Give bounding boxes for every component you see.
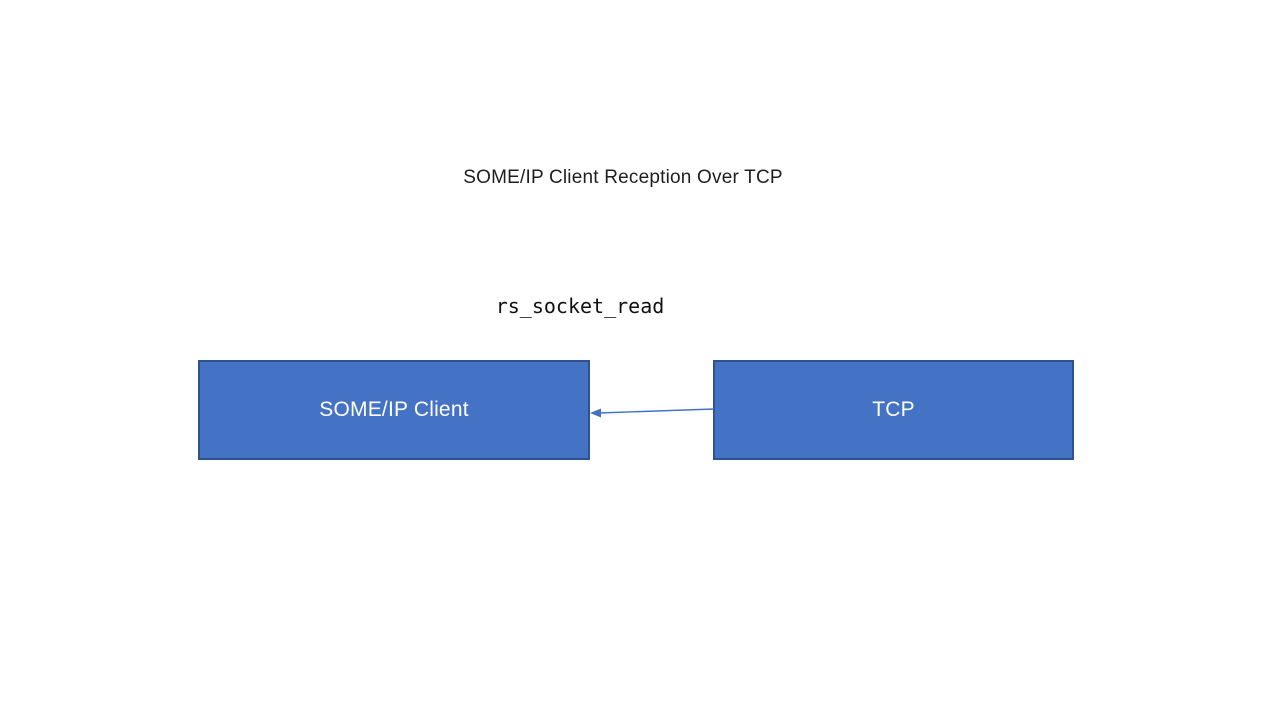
edge-arrow-tcp-to-client xyxy=(590,408,715,418)
node-someip-client-label: SOME/IP Client xyxy=(319,398,469,421)
node-someip-client: SOME/IP Client xyxy=(198,360,590,460)
edge-label: rs_socket_read xyxy=(495,294,665,318)
diagram-title: SOME/IP Client Reception Over TCP xyxy=(463,167,783,188)
node-tcp-label: TCP xyxy=(872,398,915,421)
node-tcp: TCP xyxy=(713,360,1074,460)
